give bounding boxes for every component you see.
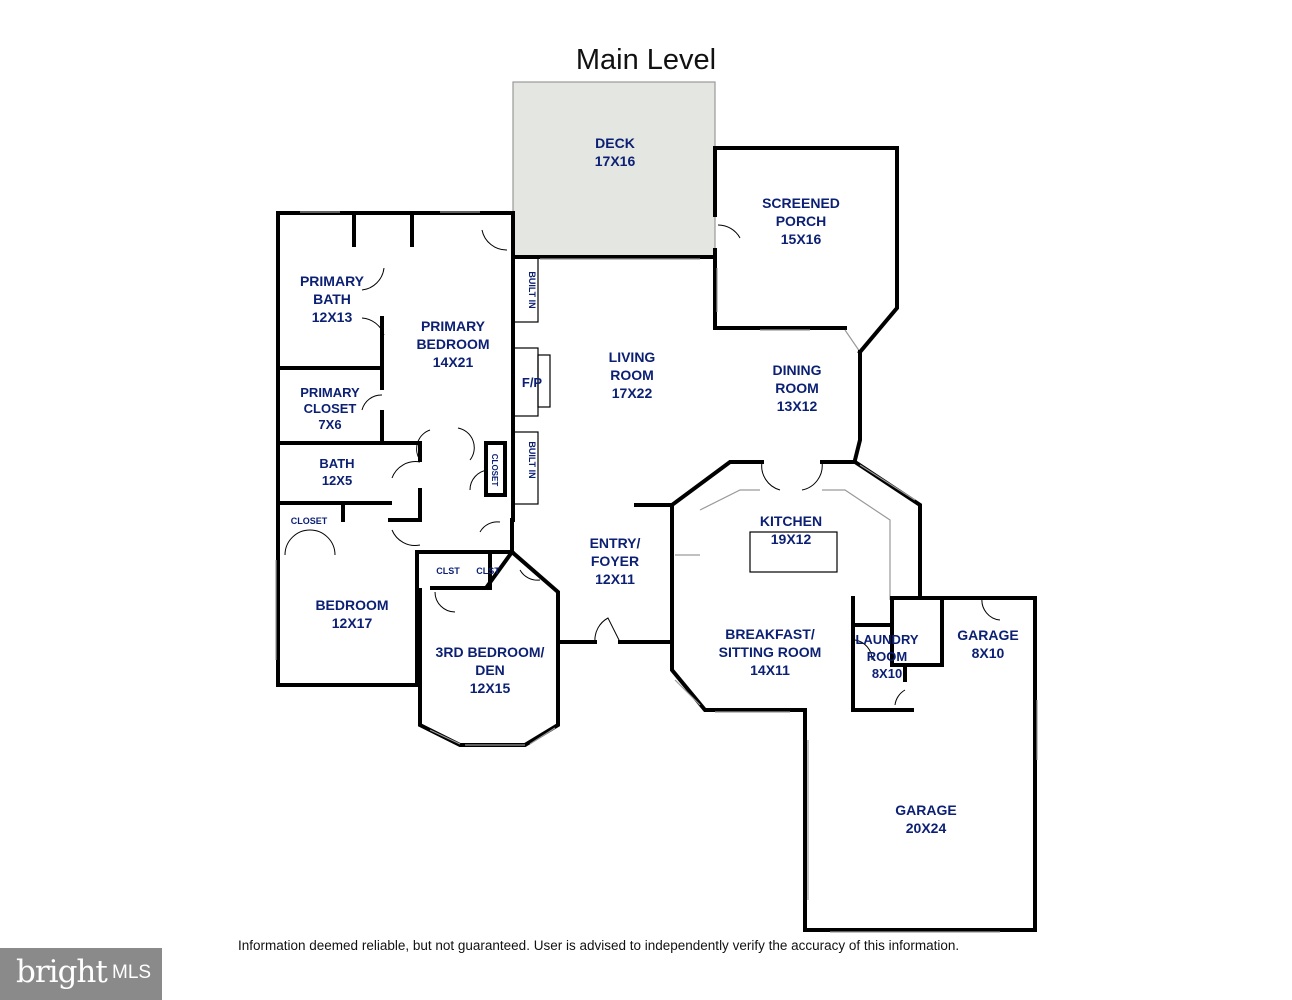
closet-bedroom-label: CLOSET: [291, 516, 328, 526]
built-ins: [513, 257, 551, 505]
laundry-garage-walls: [803, 596, 1038, 933]
clst-1-label: CLST: [436, 566, 460, 576]
entry-walls: [556, 503, 674, 644]
fireplace-label: F/P: [522, 375, 543, 390]
kitchen-island: [749, 531, 838, 573]
clst-2-label: CLST: [476, 566, 500, 576]
plan-title: Main Level: [575, 44, 717, 76]
brand-suffix: MLS: [112, 962, 152, 983]
door-swings: [361, 224, 1001, 706]
bright-mls-logo: bright MLS: [0, 948, 162, 1000]
third-bedroom-walls: [418, 549, 560, 747]
built-in-lower-label: BUILT IN: [527, 441, 537, 478]
built-in-upper-label: BUILT IN: [527, 271, 537, 308]
screened-porch-walls: [713, 146, 899, 355]
kitchen-walls: [669, 350, 922, 713]
fixture-labels: F/P BUILT IN BUILT IN CLOSET CLOSET CLST…: [291, 271, 543, 576]
deck-area: [512, 81, 716, 258]
closet-hall-label: CLOSET: [490, 454, 499, 487]
bedroom-walls: [284, 441, 515, 687]
brand-name: bright: [16, 954, 108, 990]
disclaimer-text: Information deemed reliable, but not gua…: [238, 938, 960, 953]
